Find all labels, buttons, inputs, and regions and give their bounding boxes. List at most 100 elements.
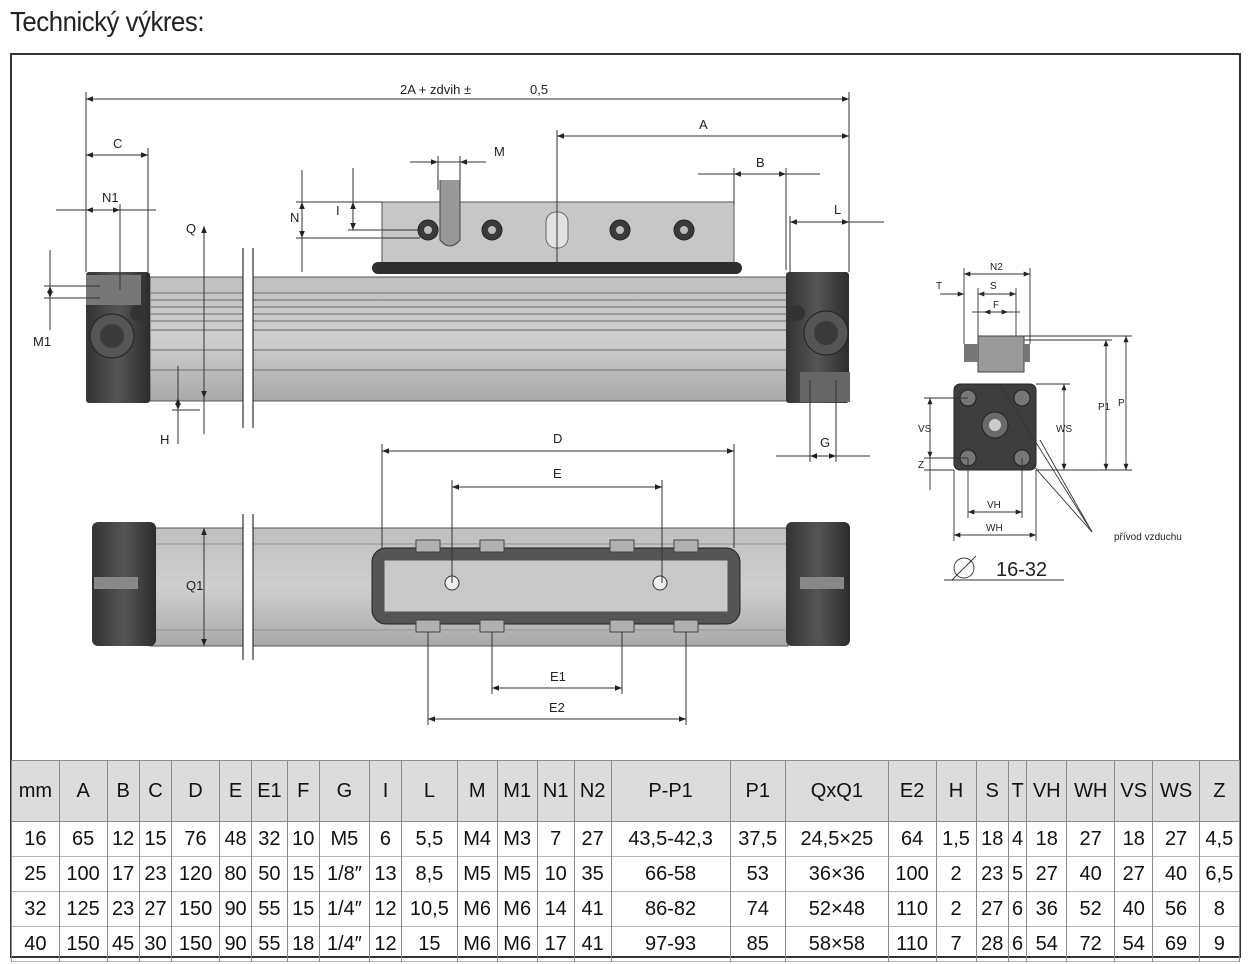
- column-header: N1: [536, 760, 575, 822]
- table-cell: 15: [286, 856, 320, 892]
- table-cell: 110: [887, 926, 937, 962]
- column-header: QxQ1: [785, 760, 889, 822]
- svg-text:A: A: [699, 117, 708, 132]
- column-header: F: [286, 760, 320, 822]
- column-header: WS: [1152, 760, 1200, 822]
- table-cell: 25: [11, 856, 60, 892]
- table-cell: 1,5: [935, 821, 977, 857]
- table-cell: 27: [1026, 856, 1068, 892]
- svg-text:WH: WH: [986, 523, 1003, 534]
- column-header: G: [318, 760, 370, 822]
- svg-text:VS: VS: [918, 424, 932, 435]
- front-dimension-labels: 2A + zdvih ± 0,5 A B C M N1 N I L Q M1 H…: [33, 82, 841, 450]
- column-header: S: [975, 760, 1009, 822]
- table-cell: 66-58: [610, 856, 731, 892]
- svg-text:Q1: Q1: [186, 578, 203, 593]
- table-cell: M4: [456, 821, 498, 857]
- svg-text:E: E: [553, 466, 562, 481]
- table-cell: 8,5: [401, 856, 458, 892]
- table-cell: 150: [171, 926, 220, 962]
- table-cell: 23: [138, 856, 173, 892]
- table-cell: 97-93: [610, 926, 731, 962]
- column-header: mm: [11, 760, 60, 822]
- table-cell: 90: [218, 926, 253, 962]
- table-cell: 85: [729, 926, 787, 962]
- svg-text:WS: WS: [1056, 424, 1072, 435]
- table-cell: 40: [11, 926, 60, 962]
- table-cell: 16: [11, 821, 60, 857]
- column-header: E: [218, 760, 253, 822]
- table-cell: 36×36: [785, 856, 889, 892]
- svg-text:VH: VH: [987, 500, 1001, 511]
- table-cell: 17: [536, 926, 575, 962]
- table-cell: M5: [456, 856, 498, 892]
- table-cell: 5: [1007, 856, 1028, 892]
- table-cell: 18: [1026, 821, 1068, 857]
- table-cell: 27: [1066, 821, 1115, 857]
- svg-text:E2: E2: [549, 700, 565, 715]
- svg-text:N2: N2: [990, 262, 1003, 273]
- table-cell: M5: [496, 856, 538, 892]
- table-cell: 40: [1113, 891, 1154, 927]
- table-cell: 6: [1007, 926, 1028, 962]
- table-cell: 76: [171, 821, 220, 857]
- column-header: VH: [1026, 760, 1068, 822]
- column-header: P1: [729, 760, 787, 822]
- svg-text:Z: Z: [918, 460, 924, 471]
- table-cell: 41: [573, 926, 612, 962]
- svg-text:N: N: [290, 210, 299, 225]
- table-cell: 120: [171, 856, 220, 892]
- table-cell: 52: [1066, 891, 1115, 927]
- table-cell: 110: [887, 891, 937, 927]
- table-cell: M6: [496, 891, 538, 927]
- table-cell: 30: [138, 926, 173, 962]
- table-cell: 40: [1152, 856, 1200, 892]
- table-cell: 7: [935, 926, 977, 962]
- svg-text:B: B: [756, 155, 765, 170]
- column-header: A: [58, 760, 108, 822]
- table-cell: 40: [1066, 856, 1115, 892]
- table-cell: 23: [106, 891, 140, 927]
- table-cell: M6: [456, 891, 498, 927]
- column-header: VS: [1113, 760, 1154, 822]
- front-dimensions: [44, 92, 884, 462]
- svg-text:Q: Q: [186, 221, 196, 236]
- front-view: [86, 180, 850, 428]
- table-cell: 2: [935, 856, 977, 892]
- table-cell: 32: [11, 891, 60, 927]
- svg-text:I: I: [336, 203, 340, 218]
- table-cell: 5,5: [401, 821, 458, 857]
- table-cell: 13: [368, 856, 403, 892]
- side-view: [953, 335, 1037, 471]
- table-cell: 58×58: [785, 926, 889, 962]
- svg-text:16-32: 16-32: [996, 559, 1047, 581]
- table-cell: 18: [286, 926, 320, 962]
- table-cell: 37,5: [729, 821, 787, 857]
- svg-text:P: P: [1118, 398, 1125, 409]
- table-cell: 18: [975, 821, 1009, 857]
- table-cell: 27: [975, 891, 1009, 927]
- column-header: I: [368, 760, 403, 822]
- table-cell: 86-82: [610, 891, 731, 927]
- table-cell: 55: [251, 891, 288, 927]
- svg-text:0,5: 0,5: [530, 82, 548, 97]
- table-cell: 48: [218, 821, 253, 857]
- svg-text:N1: N1: [102, 190, 119, 205]
- svg-text:T: T: [936, 281, 942, 292]
- svg-text:S: S: [990, 281, 997, 292]
- svg-text:G: G: [820, 435, 830, 450]
- table-cell: 54: [1113, 926, 1154, 962]
- table-cell: M5: [318, 821, 370, 857]
- column-header: E2: [887, 760, 937, 822]
- table-cell: 64: [887, 821, 937, 857]
- table-cell: 27: [1152, 821, 1200, 857]
- table-cell: 27: [138, 891, 173, 927]
- svg-text:L: L: [834, 202, 841, 217]
- table-cell: 17: [106, 856, 140, 892]
